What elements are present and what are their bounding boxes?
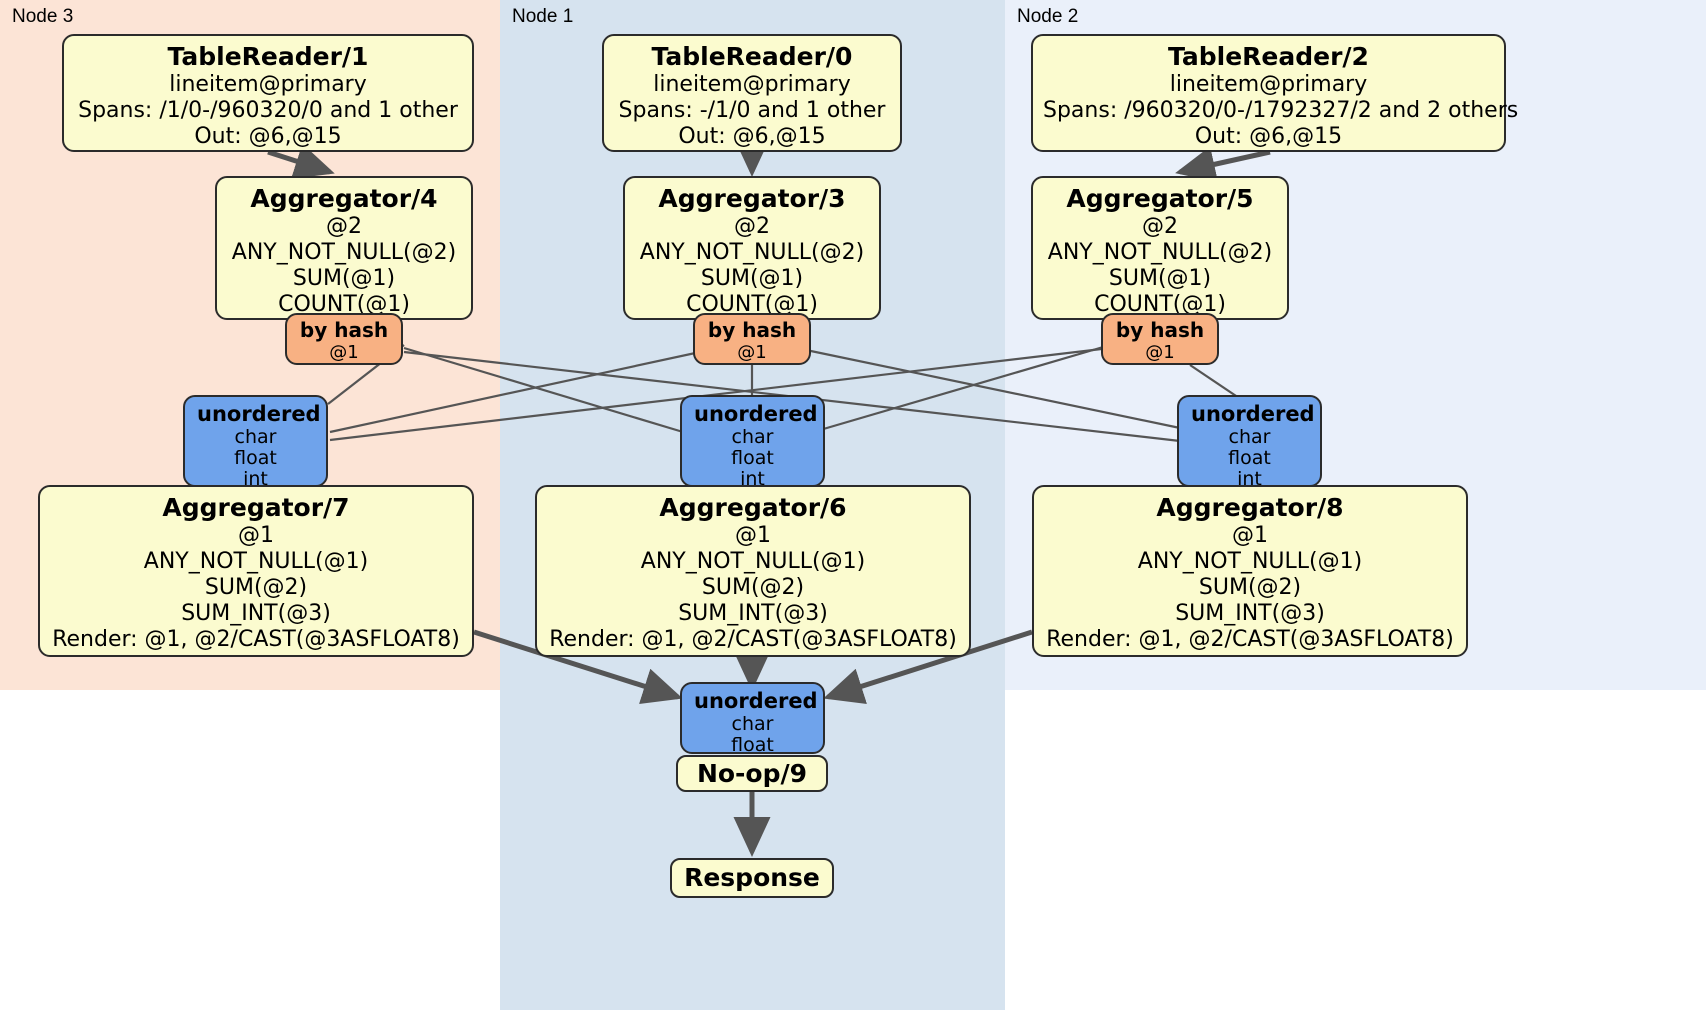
- processor-line: Spans: /1/0-/960320/0 and 1 other: [78, 98, 458, 123]
- synchronizer-unordered-7[interactable]: unordered char float int: [183, 395, 328, 490]
- processor-line: lineitem@primary: [169, 72, 367, 97]
- processor-table-reader-0[interactable]: TableReader/0 lineitem@primary Spans: -/…: [602, 34, 902, 152]
- region-node-1-label: Node 1: [512, 6, 574, 27]
- processor-line: Out: @6,@15: [194, 124, 342, 149]
- processor-line: ANY_NOT_NULL(@1): [143, 549, 369, 574]
- processor-aggregator-5[interactable]: Aggregator/5 @2 ANY_NOT_NULL(@2) SUM(@1)…: [1031, 176, 1289, 320]
- processor-line: Spans: -/1/0 and 1 other: [618, 98, 886, 123]
- synchronizer-title: unordered: [694, 689, 818, 713]
- synchronizer-line: float: [234, 447, 277, 469]
- processor-line: Spans: /960320/0-/1792327/2 and 2 others: [1043, 98, 1519, 123]
- processor-line: SUM_INT(@3): [181, 601, 331, 626]
- processor-title: Response: [684, 863, 820, 892]
- processor-aggregator-4[interactable]: Aggregator/4 @2 ANY_NOT_NULL(@2) SUM(@1)…: [215, 176, 473, 320]
- processor-title: Aggregator/6: [659, 493, 847, 522]
- processor-line: SUM(@1): [700, 266, 804, 291]
- processor-noop-9[interactable]: No-op/9: [676, 755, 828, 792]
- processor-line: @2: [326, 214, 362, 239]
- router-line: @1: [1145, 342, 1175, 363]
- processor-line: Render: @1, @2/CAST(@3ASFLOAT8): [52, 627, 460, 652]
- processor-title: TableReader/2: [1168, 42, 1369, 71]
- router-title: by hash: [1115, 318, 1205, 342]
- processor-line: @2: [1142, 214, 1178, 239]
- processor-line: @1: [238, 523, 274, 548]
- processor-line: Out: @6,@15: [678, 124, 826, 149]
- synchronizer-line: float: [731, 447, 774, 469]
- synchronizer-line: float: [1228, 447, 1271, 469]
- processor-line: @1: [1232, 523, 1268, 548]
- processor-line: Out: @6,@15: [1194, 124, 1343, 149]
- processor-line: SUM(@2): [204, 575, 308, 600]
- synchronizer-line: int: [243, 468, 268, 490]
- processor-title: TableReader/0: [651, 42, 853, 71]
- processor-title: Aggregator/8: [1156, 493, 1344, 522]
- processor-line: Render: @1, @2/CAST(@3ASFLOAT8): [1046, 627, 1454, 652]
- synchronizer-unordered-final[interactable]: unordered char float: [680, 682, 825, 756]
- processor-line: SUM(@1): [1108, 266, 1212, 291]
- synchronizer-line: char: [234, 426, 277, 448]
- processor-aggregator-7[interactable]: Aggregator/7 @1 ANY_NOT_NULL(@1) SUM(@2)…: [38, 485, 474, 657]
- processor-line: ANY_NOT_NULL(@2): [639, 240, 865, 265]
- processor-table-reader-2[interactable]: TableReader/2 lineitem@primary Spans: /9…: [1031, 34, 1519, 152]
- processor-title: Aggregator/4: [250, 184, 438, 213]
- router-line: @1: [737, 342, 767, 363]
- processor-line: COUNT(@1): [1094, 292, 1226, 317]
- processor-line: @1: [735, 523, 771, 548]
- region-node-3-label: Node 3: [12, 6, 74, 27]
- processor-title: TableReader/1: [167, 42, 369, 71]
- processor-title: Aggregator/3: [658, 184, 846, 213]
- processor-line: lineitem@primary: [653, 72, 851, 97]
- processor-line: SUM_INT(@3): [678, 601, 828, 626]
- synchronizer-line: int: [1237, 468, 1262, 490]
- processor-line: SUM(@2): [1198, 575, 1302, 600]
- synchronizer-line: char: [731, 713, 774, 735]
- processor-title: Aggregator/7: [162, 493, 350, 522]
- router-by-hash-3[interactable]: by hash @1: [693, 313, 811, 365]
- processor-line: @2: [734, 214, 770, 239]
- processor-line: ANY_NOT_NULL(@2): [1047, 240, 1273, 265]
- synchronizer-unordered-6[interactable]: unordered char float int: [680, 395, 825, 490]
- synchronizer-line: char: [731, 426, 774, 448]
- processor-title: Aggregator/5: [1066, 184, 1254, 213]
- processor-aggregator-6[interactable]: Aggregator/6 @1 ANY_NOT_NULL(@1) SUM(@2)…: [535, 485, 971, 657]
- router-line: @1: [329, 342, 359, 363]
- synchronizer-title: unordered: [694, 402, 818, 426]
- router-by-hash-5[interactable]: by hash @1: [1101, 313, 1219, 365]
- processor-line: SUM(@2): [701, 575, 805, 600]
- processor-aggregator-3[interactable]: Aggregator/3 @2 ANY_NOT_NULL(@2) SUM(@1)…: [623, 176, 881, 320]
- processor-line: lineitem@primary: [1169, 72, 1368, 97]
- processor-title: No-op/9: [696, 758, 808, 788]
- processor-line: ANY_NOT_NULL(@1): [640, 549, 866, 574]
- synchronizer-line: int: [740, 468, 765, 490]
- region-node-2-label: Node 2: [1017, 6, 1079, 27]
- router-by-hash-4[interactable]: by hash @1: [285, 313, 403, 365]
- processor-line: Render: @1, @2/CAST(@3ASFLOAT8): [549, 627, 957, 652]
- processor-line: ANY_NOT_NULL(@2): [231, 240, 457, 265]
- synchronizer-title: unordered: [1191, 402, 1315, 426]
- processor-line: COUNT(@1): [278, 292, 410, 317]
- synchronizer-unordered-8[interactable]: unordered char float int: [1177, 395, 1322, 490]
- synchronizer-line: char: [1228, 426, 1271, 448]
- synchronizer-title: unordered: [197, 402, 321, 426]
- processor-table-reader-1[interactable]: TableReader/1 lineitem@primary Spans: /1…: [62, 34, 474, 152]
- synchronizer-line: float: [731, 734, 774, 756]
- processor-aggregator-8[interactable]: Aggregator/8 @1 ANY_NOT_NULL(@1) SUM(@2)…: [1032, 485, 1468, 657]
- processor-line: SUM(@1): [292, 266, 396, 291]
- processor-line: SUM_INT(@3): [1175, 601, 1325, 626]
- router-title: by hash: [299, 318, 389, 342]
- processor-response[interactable]: Response: [670, 858, 834, 898]
- processor-line: ANY_NOT_NULL(@1): [1137, 549, 1363, 574]
- router-title: by hash: [707, 318, 797, 342]
- processor-line: COUNT(@1): [686, 292, 818, 317]
